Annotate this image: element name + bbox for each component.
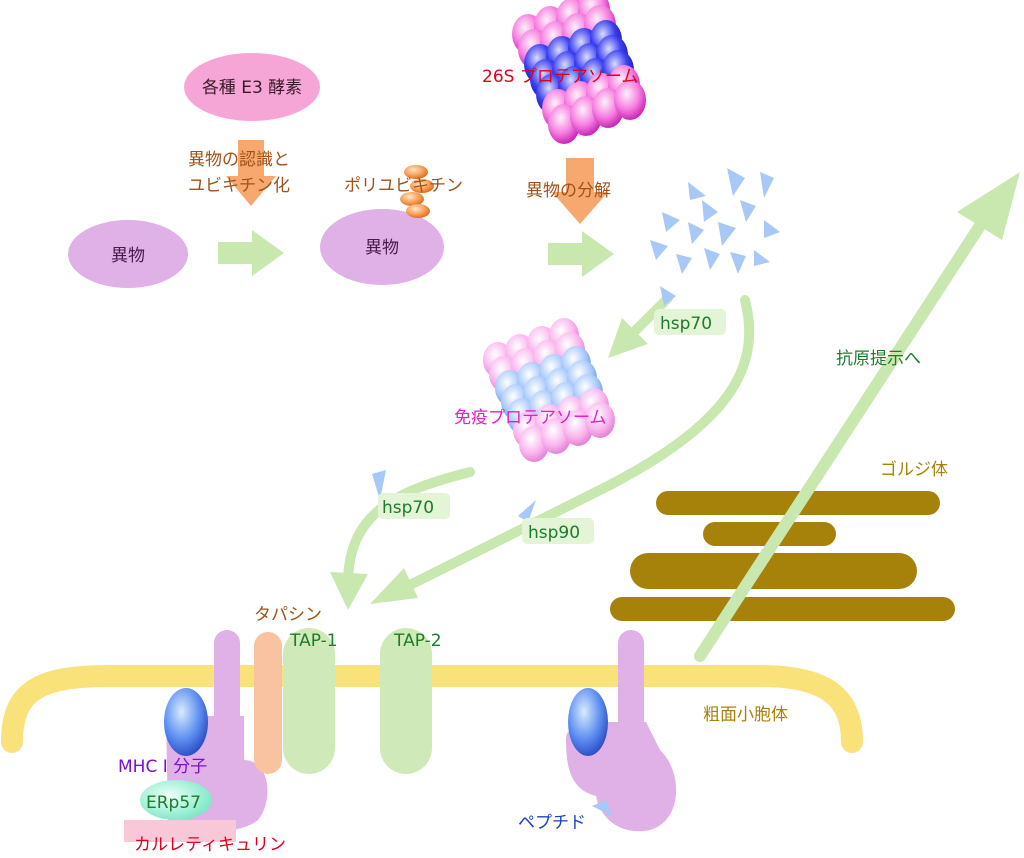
immunoproteasome [483,318,615,462]
svg-text:hsp70: hsp70 [382,498,434,518]
arrow-hsp90-to-tap [370,295,755,604]
tap2-label: TAP-2 [393,631,442,651]
tap1-label: TAP-1 [289,631,338,651]
er-membrane [1,665,863,753]
foreign-body-1-label: 異物 [111,246,145,266]
mhc1-label: MHC I 分子 [118,757,207,777]
arrow-right-1 [218,230,284,276]
proteasome-subunit [614,80,646,120]
peptide-fragments [372,168,780,522]
degradation-label: 異物の分解 [526,181,611,201]
arrow-right-2 [548,231,614,277]
polyubiquitin-chain [400,165,434,218]
recognition-label-line2: ユビキチン化 [188,176,290,196]
foreign-body-1: 異物 [68,220,188,288]
e3-enzymes: 各種 E3 酵素 [184,53,320,121]
golgi-label: ゴルジ体 [880,459,948,480]
svg-text:hsp90: hsp90 [528,523,580,543]
calreticulin-label: カルレティキュリン [134,835,286,855]
hsp90-tag: hsp90 [522,518,594,544]
immunoproteasome-label: 免疫プロテアソーム [454,408,607,428]
svg-text:hsp70: hsp70 [660,314,712,334]
recognition-label-line1: 異物の認識と [188,150,290,170]
polyubiquitin-label: ポリユビキチン [344,176,463,196]
mhc-complex-left [124,628,432,842]
hsp70-top-tag: hsp70 [654,309,726,335]
arrow-to-immunoproteasome [608,293,673,358]
erp57-label: ERp57 [146,793,201,813]
proteasome-subunit [585,402,615,438]
rough-er-label: 粗面小胞体 [703,705,788,725]
arrow-down-recognition [226,140,276,206]
mhc-complex-right [566,630,677,832]
arrow-to-antigen-presentation [694,172,1020,662]
proteasome-26s-label: 26S プロテアソーム [482,67,638,87]
antigen-presentation-label: 抗原提示へ [836,349,921,369]
peptide-label: ペプチド [518,813,586,833]
e3-enzymes-label: 各種 E3 酵素 [202,78,302,98]
foreign-body-2: 異物 [320,209,444,285]
proteasome-26s [512,0,646,144]
foreign-body-2-label: 異物 [365,238,399,258]
hsp70-left-tag: hsp70 [378,493,450,519]
arrow-down-degradation [552,158,608,224]
tapasin-label: タパシン [254,605,322,625]
golgi-apparatus [610,491,955,621]
